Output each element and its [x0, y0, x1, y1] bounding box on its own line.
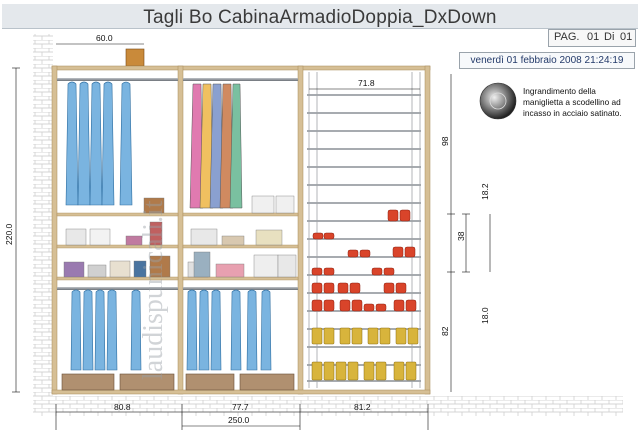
shoes-red	[311, 209, 417, 312]
dim-right-upper: 98	[440, 136, 450, 146]
bottom-baskets	[61, 373, 295, 391]
left-wall	[33, 34, 53, 399]
title-bar: Tagli Bo CabinaArmadioDoppia_DxDown	[2, 4, 638, 29]
dim-bottom-left: 80.8	[114, 402, 131, 412]
handle-image	[479, 82, 517, 120]
drawing-title: Tagli Bo CabinaArmadioDoppia_DxDown	[143, 7, 497, 28]
handle-note: Ingrandimento della maniglietta a scodel…	[523, 86, 622, 118]
dim-right-lower: 82	[440, 326, 450, 336]
dim-bottom-mid: 77.7	[232, 402, 249, 412]
floor	[33, 396, 623, 416]
handle-ring	[489, 92, 507, 110]
dim-small-a: 18.2	[480, 183, 490, 200]
garments-upper-middle	[189, 83, 243, 209]
dim-bottom-total: 250.0	[228, 415, 250, 425]
datetime-stamp: venerdì 01 febbraio 2008 21:24:19	[459, 52, 635, 69]
page-of-label: Di	[604, 31, 615, 43]
shoes-yellow	[311, 327, 419, 381]
page-indicator: PAG. 01 Di 01	[548, 29, 636, 47]
dim-small-b: 38	[456, 231, 466, 241]
shelves	[56, 212, 299, 281]
folded-items	[63, 195, 297, 278]
dim-top-left: 60.0	[96, 33, 113, 43]
page-total: 01	[620, 31, 633, 43]
dim-right-column: 71.8	[358, 78, 375, 88]
dimension-lines	[12, 43, 491, 430]
dim-small-c: 18.0	[480, 307, 490, 324]
watermark: laudispunicali.it	[138, 200, 169, 380]
top-box	[125, 48, 145, 67]
hanging-rods	[57, 78, 298, 290]
garments-upper-left	[65, 81, 133, 206]
page-label: PAG.	[554, 31, 580, 43]
dim-total-height: 220.0	[4, 223, 14, 245]
dim-bottom-right: 81.2	[354, 402, 371, 412]
garments-lower	[70, 289, 272, 371]
page-current: 01	[587, 31, 600, 43]
